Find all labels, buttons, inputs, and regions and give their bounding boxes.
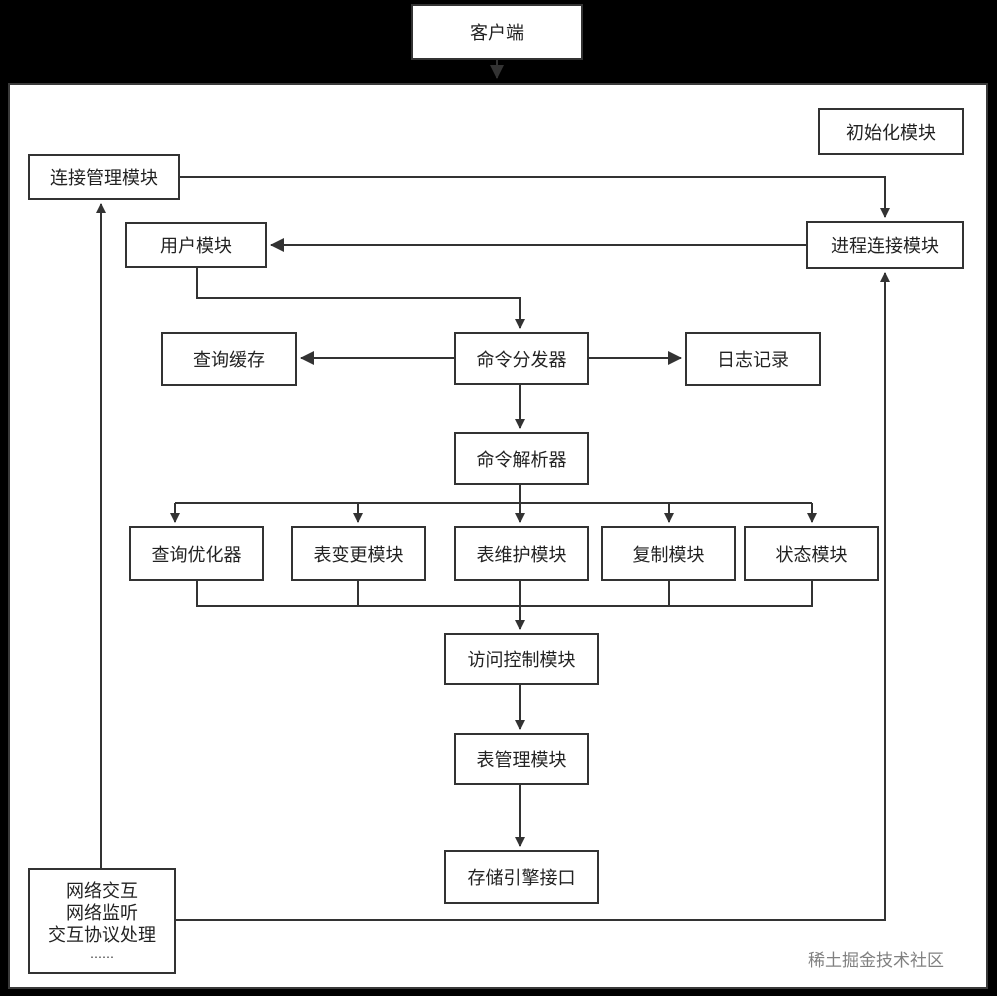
command-dispatcher-box: 命令分发器 xyxy=(454,332,589,385)
network-line-ellipsis: …… xyxy=(90,947,114,961)
access-control-box: 访问控制模块 xyxy=(444,633,599,685)
network-line-3: 交互协议处理 xyxy=(48,925,156,946)
command-parser-box: 命令解析器 xyxy=(454,432,589,485)
user-module-box: 用户模块 xyxy=(125,222,267,268)
network-box: 网络交互 网络监听 交互协议处理 …… xyxy=(28,868,176,974)
network-line-1: 网络交互 xyxy=(66,881,138,902)
table-maintenance-box: 表维护模块 xyxy=(454,526,589,581)
status-module-box: 状态模块 xyxy=(744,526,879,581)
query-optimizer-box: 查询优化器 xyxy=(129,526,264,581)
watermark: 稀土掘金技术社区 xyxy=(808,951,944,971)
alter-table-box: 表变更模块 xyxy=(291,526,426,581)
log-box: 日志记录 xyxy=(685,332,821,386)
thread-connection-box: 进程连接模块 xyxy=(806,221,964,269)
storage-engine-interface-box: 存储引擎接口 xyxy=(444,850,599,904)
client-box: 客户端 xyxy=(411,4,583,60)
replication-box: 复制模块 xyxy=(601,526,736,581)
network-line-2: 网络监听 xyxy=(66,903,138,924)
query-cache-box: 查询缓存 xyxy=(161,332,297,386)
connection-management-box: 连接管理模块 xyxy=(28,154,180,200)
table-manager-box: 表管理模块 xyxy=(454,733,589,785)
init-module-box: 初始化模块 xyxy=(818,108,964,155)
